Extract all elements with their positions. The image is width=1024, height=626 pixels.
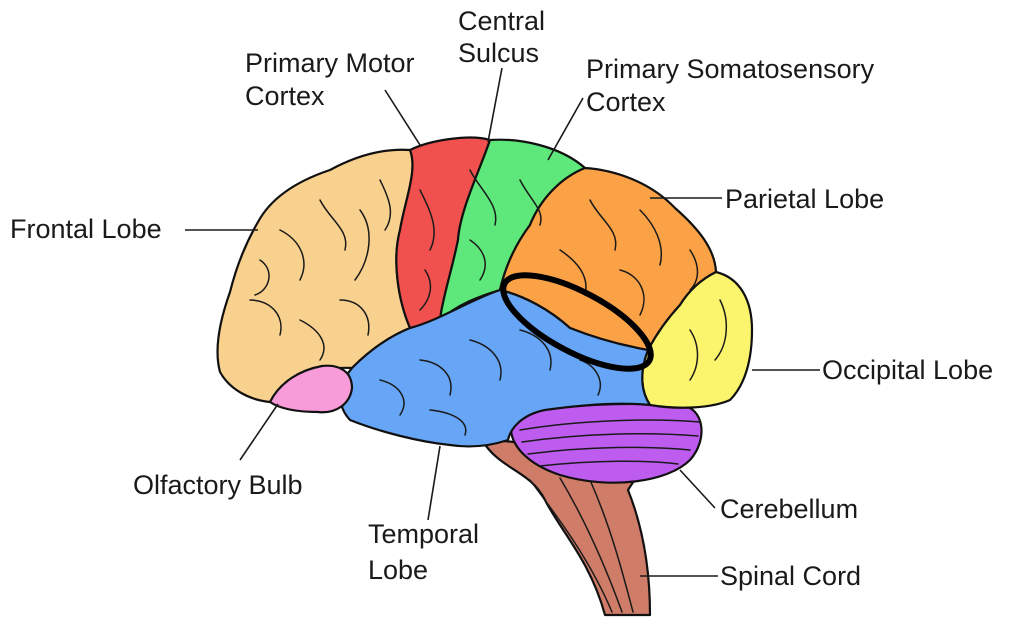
label-frontal-lobe: Frontal Lobe [10,214,162,244]
leader-olfactory-bulb [239,403,279,461]
label-primary-somatosensory-cortex-line1: Primary Somatosensory [586,54,875,84]
label-primary-motor-cortex-line2: Cortex [245,81,325,111]
cerebellum-folia [519,419,701,467]
label-occipital-lobe: Occipital Lobe [822,355,993,385]
label-central-sulcus-line1: Central [458,6,545,36]
occipital-lobe-region [641,270,754,409]
olfactory-bulb-region [268,364,354,414]
leader-cerebellum [679,469,716,509]
label-spinal-cord: Spinal Cord [720,561,861,591]
label-primary-somatosensory-cortex-line2: Cortex [586,87,666,117]
label-temporal-lobe-line2: Lobe [368,555,428,585]
highlight-ring [500,272,654,372]
temporal-lobe-region [339,288,652,448]
label-olfactory-bulb: Olfactory Bulb [133,470,303,500]
label-primary-somatosensory-cortex: Primary Somatosensory Cortex [586,54,882,117]
label-temporal-lobe-line1: Temporal [368,519,479,549]
leader-temporal-lobe [427,445,441,521]
leader-primary-somatosensory-cortex [547,97,584,161]
label-central-sulcus-line2: Sulcus [458,38,539,68]
leader-primary-motor-cortex [384,89,421,146]
label-primary-motor-cortex-line1: Primary Motor [245,48,415,78]
label-central-sulcus: Central Sulcus [458,6,553,68]
label-temporal-lobe: Temporal Lobe [368,519,487,585]
gyri-folds [249,169,728,436]
label-cerebellum: Cerebellum [720,494,858,524]
leader-central-sulcus [487,67,503,143]
spinal-cord-striations [529,477,634,613]
label-primary-motor-cortex: Primary Motor Cortex [245,48,422,111]
label-parietal-lobe: Parietal Lobe [725,184,884,214]
